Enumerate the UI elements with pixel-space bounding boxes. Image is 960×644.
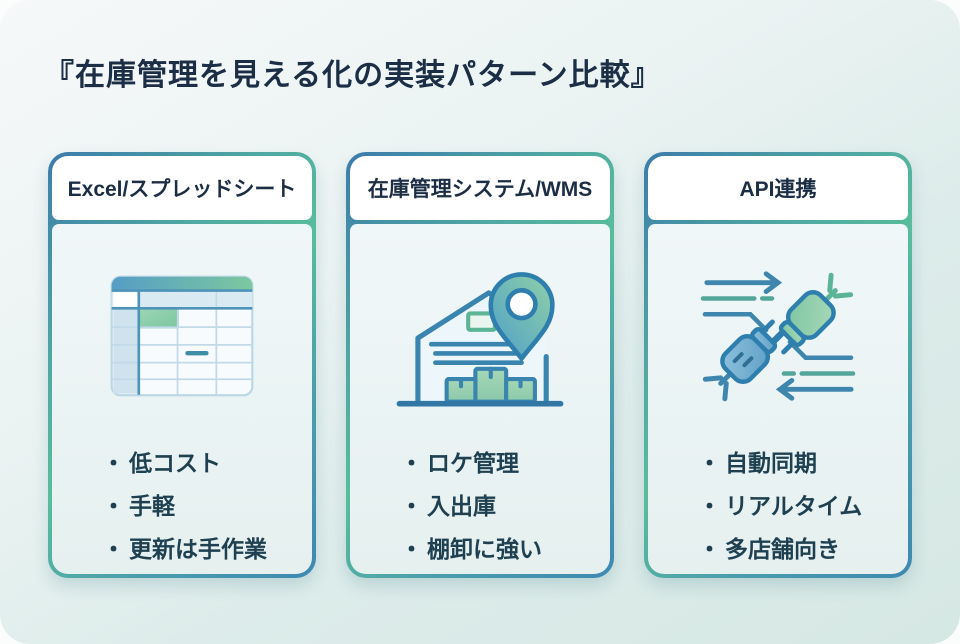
- card-excel-spreadsheet: Excel/スプレッドシート: [48, 152, 316, 578]
- bullet-item: ・入出庫: [400, 485, 600, 528]
- card-api-body: ・自動同期 ・リアルタイム ・多店舗向き: [648, 224, 908, 574]
- card-wms-system: 在庫管理システム/WMS: [346, 152, 614, 578]
- card-excel-bullet-list: ・低コスト ・手軽 ・更新は手作業: [52, 442, 312, 571]
- card-wms-body: ・ロケ管理 ・入出庫 ・棚卸に強い: [350, 224, 610, 574]
- bullet-item: ・更新は手作業: [102, 528, 302, 571]
- bullet-item: ・手軽: [102, 485, 302, 528]
- card-api-integration: API連携: [644, 152, 912, 578]
- bullet-dot: ・: [102, 450, 125, 476]
- bullet-dot: ・: [698, 450, 721, 476]
- card-api-icon-wrap: [648, 238, 908, 434]
- bullet-text: ロケ管理: [427, 450, 519, 476]
- bullet-text: 入出庫: [427, 493, 496, 519]
- card-wms-title: 在庫管理システム/WMS: [367, 178, 593, 201]
- bullet-item: ・ロケ管理: [400, 442, 600, 485]
- bullet-text: リアルタイム: [725, 493, 863, 519]
- bullet-item: ・リアルタイム: [698, 485, 898, 528]
- bullet-dot: ・: [102, 493, 125, 519]
- bullet-dot: ・: [698, 493, 721, 519]
- bullet-dot: ・: [400, 450, 423, 476]
- bullet-text: 自動同期: [725, 450, 817, 476]
- card-excel-header: Excel/スプレッドシート: [52, 156, 312, 220]
- card-api-title: API連携: [739, 178, 817, 201]
- api-plugs-sync-icon: [700, 271, 856, 402]
- bullet-item: ・自動同期: [698, 442, 898, 485]
- bullet-text: 棚卸に強い: [427, 536, 542, 562]
- card-wms-icon-wrap: [350, 238, 610, 434]
- card-wms-bullet-list: ・ロケ管理 ・入出庫 ・棚卸に強い: [350, 442, 610, 571]
- bullet-text: 更新は手作業: [129, 536, 267, 562]
- bullet-dot: ・: [400, 493, 423, 519]
- bullet-item: ・多店舗向き: [698, 528, 898, 571]
- bullet-dot: ・: [400, 536, 423, 562]
- bullet-text: 多店舗向き: [725, 536, 840, 562]
- bullet-item: ・棚卸に強い: [400, 528, 600, 571]
- warehouse-location-icon: [396, 272, 564, 407]
- bullet-text: 手軽: [129, 493, 175, 519]
- card-excel-body: ・低コスト ・手軽 ・更新は手作業: [52, 224, 312, 574]
- bullet-item: ・低コスト: [102, 442, 302, 485]
- page-title: 『在庫管理を見える化の実装パターン比較』: [44, 59, 662, 92]
- bullet-dot: ・: [102, 536, 125, 562]
- bullet-text: 低コスト: [129, 450, 221, 476]
- bullet-dot: ・: [698, 536, 721, 562]
- card-excel-icon-wrap: [52, 238, 312, 434]
- comparison-cards-row: Excel/スプレッドシート: [48, 152, 912, 578]
- spreadsheet-icon: [110, 275, 254, 397]
- card-wms-header: 在庫管理システム/WMS: [350, 156, 610, 220]
- card-api-header: API連携: [648, 156, 908, 220]
- card-api-bullet-list: ・自動同期 ・リアルタイム ・多店舗向き: [648, 442, 908, 571]
- card-excel-title: Excel/スプレッドシート: [67, 178, 297, 201]
